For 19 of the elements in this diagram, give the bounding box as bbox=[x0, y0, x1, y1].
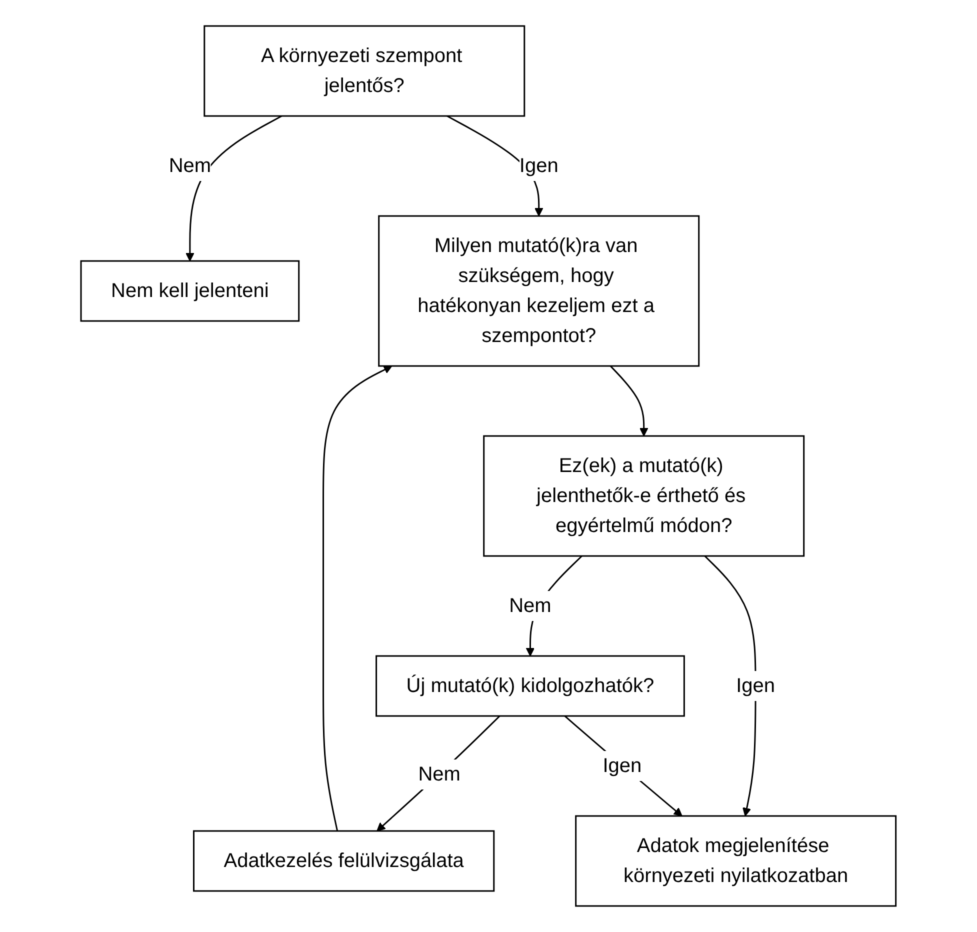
arrow bbox=[376, 715, 500, 832]
edge-label: Igen bbox=[602, 754, 642, 777]
node-box: Adatok megjelenítése környezeti nyilatkozatban bbox=[575, 815, 897, 907]
edge-label: Igen bbox=[736, 674, 776, 697]
arrow bbox=[564, 715, 682, 816]
node-box: A környezeti szempont jelentős? bbox=[204, 25, 526, 117]
edge-label: Nem bbox=[509, 594, 552, 617]
edge-label: Igen bbox=[519, 155, 558, 177]
node-box: Milyen mutató(k)ra van szükségem, hogy hatékonyan kezeljem ezt a szempontot? bbox=[378, 215, 700, 367]
edge-label: Nem bbox=[418, 764, 461, 786]
edge-label: Nem bbox=[168, 155, 212, 177]
node-box: Adatkezelés felülvizsgálata bbox=[193, 830, 495, 892]
arrow bbox=[610, 365, 648, 436]
arrow bbox=[186, 115, 282, 262]
arrow bbox=[322, 366, 392, 832]
node-box: Új mutató(k) kidolgozhatók? bbox=[376, 655, 685, 717]
node-box: Nem kell jelenteni bbox=[80, 260, 300, 322]
node-box: Ez(ek) a mutató(k) jelenthetők-e érthető és egyértelmű módon? bbox=[483, 435, 805, 557]
arrow bbox=[704, 555, 756, 816]
